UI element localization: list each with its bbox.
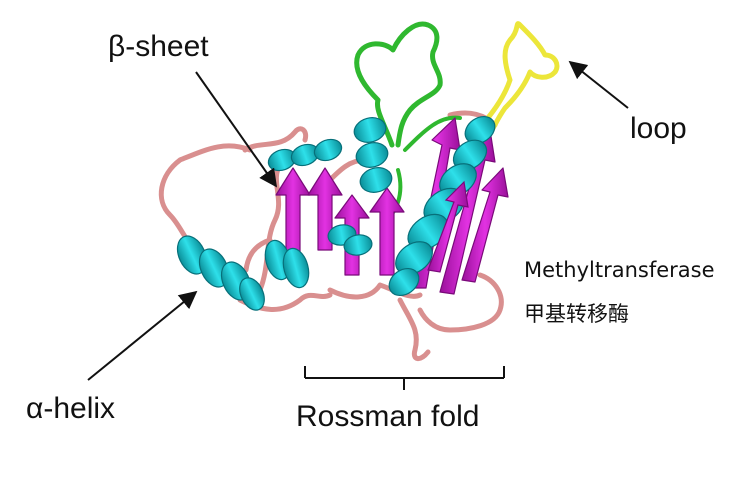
alpha-helix-mid-left [264,239,310,289]
alpha-helix-label: α-helix [26,392,116,425]
annotation-arrows [87,60,629,381]
beta-sheet-label: β-sheet [108,30,209,63]
alpha-helix-arrow [87,290,198,381]
alpha-helix-upper-center [353,117,393,193]
beta-strand-4 [369,187,405,276]
beta-sheet-arrow [195,71,278,188]
beta-strand-1 [275,167,311,256]
beta-strand-7 [461,167,509,283]
methyltransferase-chinese-label: 甲基转移酶 [524,302,629,326]
loop-arrow [568,60,629,109]
rossman-fold-label: Rossman fold [296,400,480,433]
methyltransferase-label: Methyltransferase [524,258,715,282]
loop-label: loop [630,112,687,145]
rossman-bracket [304,366,505,390]
alpha-helix-right [388,115,496,297]
alpha-helix-left [176,235,265,311]
beta-strand-front-1 [427,180,469,273]
beta-strands-front [427,180,469,273]
alpha-helix-top [267,138,343,172]
yellow-loop [479,21,560,133]
alpha-helices [176,115,496,311]
alpha-helix-small [327,224,373,256]
